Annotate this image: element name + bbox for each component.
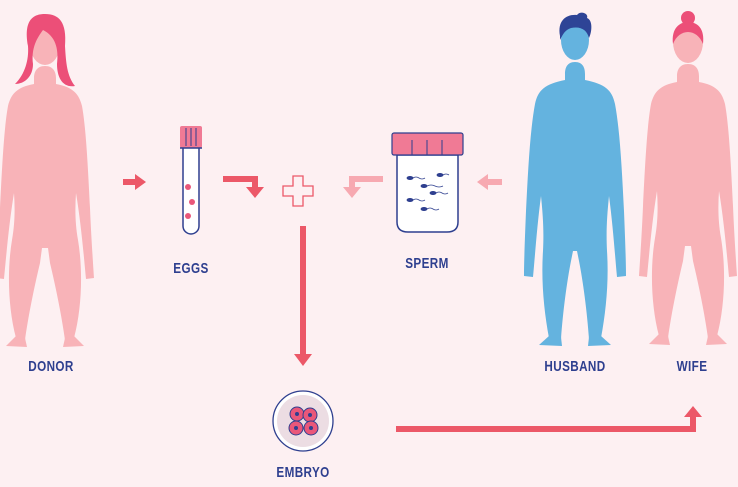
husband-to-sperm-arrow	[477, 174, 502, 190]
plus-to-embryo-arrow	[294, 226, 312, 366]
embryo-icon	[272, 390, 334, 452]
embryo-label: EMBRYO	[276, 464, 330, 481]
donor-to-eggs-arrow	[123, 174, 146, 190]
wife-figure-icon	[639, 11, 737, 345]
sperm-label: SPERM	[405, 255, 449, 272]
eggs-to-plus-arrow	[223, 176, 264, 198]
test-tube-icon	[180, 126, 202, 235]
husband-label: HUSBAND	[544, 358, 606, 375]
donor-figure-icon	[0, 14, 94, 347]
donor-label: DONOR	[28, 358, 74, 375]
husband-figure-icon	[524, 12, 626, 346]
wife-label: WIFE	[676, 358, 708, 375]
plus-icon	[282, 175, 314, 207]
eggs-label: EGGS	[173, 260, 209, 277]
embryo-to-wife-arrow	[396, 406, 702, 432]
sperm-to-plus-arrow	[343, 176, 383, 198]
specimen-cup-icon	[391, 132, 464, 233]
